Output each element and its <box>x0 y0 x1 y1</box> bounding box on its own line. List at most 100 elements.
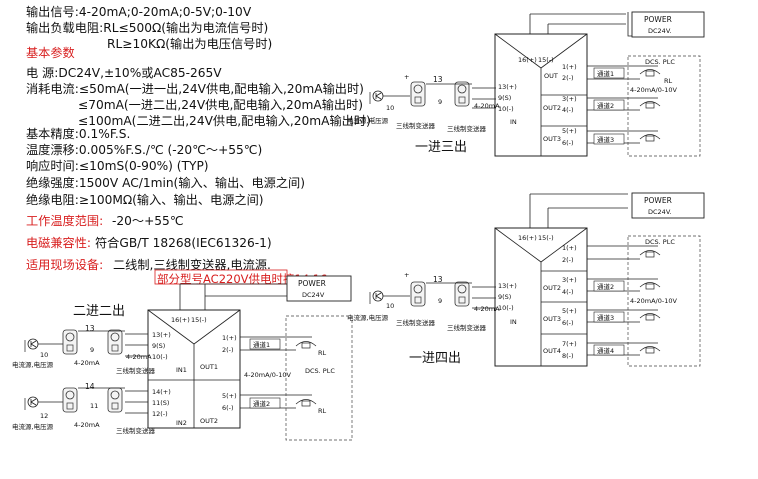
ch2-a: 通道2 <box>597 101 614 110</box>
rl-b2: RL <box>318 407 327 415</box>
dc24v-label-a: DC24V. <box>648 27 672 35</box>
out2-b: OUT2 <box>200 417 218 425</box>
t16-b: 16(+) <box>171 316 190 324</box>
minus-a: - <box>373 113 376 121</box>
work-temp-label: 工作温度范围: <box>26 214 104 228</box>
t10-a: 10(-) <box>498 105 514 113</box>
ch1-b: 通道1 <box>253 340 270 349</box>
range-c: 4-20mA/0-10V <box>630 297 677 305</box>
spec-load-resistance-1: 输出负载电阻:RL≤500Ω(输出为电流信号时) <box>26 21 269 35</box>
spec-current-3: ≤100mA(二进二出,24V供电,配电输入,20mA输出时) <box>78 114 371 128</box>
ch1-a: 通道1 <box>597 69 614 78</box>
work-temp-value: -20～+55℃ <box>112 214 184 228</box>
spec-insulation-resistance: 绝缘电阻:≥100MΩ(输入、输出、电源之间) <box>26 193 264 207</box>
t4-a: 4(-) <box>562 106 574 114</box>
ch3-c: 通道3 <box>597 313 614 322</box>
t3-c: 3(+) <box>562 276 577 284</box>
spec-load-resistance-2: RL≥10KΩ(输出为电压信号时) <box>107 37 273 51</box>
plus-a: + <box>404 73 409 81</box>
power-label-c: POWER <box>644 196 672 205</box>
n11-b: 11 <box>90 402 98 410</box>
ch4-c: 通道4 <box>597 346 614 355</box>
t9-a: 9(S) <box>498 94 511 102</box>
src-3wire-c2: 三线制变送器 <box>447 323 487 332</box>
diagram-2in2out: POWER DC24V 16(+) 15(-) 13(+) 9(S) 10(-)… <box>12 269 353 441</box>
range-b: 4-20mA/0-10V <box>244 371 291 379</box>
src-3wire-a2: 三线制变送器 <box>447 124 487 133</box>
n9-a: 9 <box>438 98 442 106</box>
out4-c: OUT4 <box>543 347 561 355</box>
n10-c: 10 <box>386 302 394 310</box>
n12-b: 12 <box>40 412 48 420</box>
diagram-1in4out: POWER DC24V. 16(+) 15(-) 13(+) 9(S) 10(-… <box>347 192 705 367</box>
ch2-c: 通道2 <box>597 282 614 291</box>
power-label-b: POWER <box>298 279 326 288</box>
src-current-b1: 电流源,电压源 <box>12 360 54 369</box>
range-a: 4-20mA/0-10V <box>630 86 677 94</box>
t1-c: 1(+) <box>562 244 577 252</box>
power-box-a <box>631 11 705 38</box>
t4-c: 4(-) <box>562 288 574 296</box>
ch3-a: 通道3 <box>597 135 614 144</box>
src-3wire-a1: 三线制变送器 <box>396 121 436 130</box>
t14-b: 14(+) <box>152 388 171 396</box>
spec-current-2: ≤70mA(一进二出,24V供电,配电输入,20mA输出时) <box>78 98 364 112</box>
range420-c: 4-20mA <box>474 305 500 313</box>
t15-b: 15(-) <box>191 316 207 324</box>
spec-current-1: 消耗电流:≤50mA(一进一出,24V供电,配电输入,20mA输出时) <box>26 82 364 96</box>
spec-response: 响应时间:≤10mS(0-90%) (TYP) <box>26 159 209 173</box>
caption-1in3out: 一进三出 <box>415 140 467 155</box>
dcs-box-c <box>627 235 701 367</box>
spec-output-signal: 输出信号:4-20mA;0-20mA;0-5V;0-10V <box>26 5 252 19</box>
t2-c: 2(-) <box>562 256 574 264</box>
src-current-a: 电流源,电压源 <box>347 116 389 125</box>
range420-a: 4-20mA <box>474 102 500 110</box>
note-highlight <box>154 269 288 285</box>
t3-a: 3(+) <box>562 95 577 103</box>
power-box-b <box>286 275 352 302</box>
spec-power: 电 源:DC24V,±10%或AC85-265V <box>26 66 222 80</box>
caption-2in2out: 二进二出 <box>73 304 125 319</box>
caption-1in4out: 一进四出 <box>409 351 461 366</box>
rl-b1: RL <box>318 349 327 357</box>
t10-b: 10(-) <box>152 353 168 361</box>
out1-b: OUT1 <box>200 363 218 371</box>
range420-b2: 4-20mA <box>74 421 100 429</box>
rl-a1: RL <box>664 77 673 85</box>
dcs-label-b: DCS. PLC <box>305 367 335 375</box>
src-3wire-b2: 三线制变送器 <box>116 426 156 435</box>
range420-b1: 4-20mA <box>126 353 152 361</box>
n14-b: 14 <box>85 382 95 391</box>
t6-c: 6(-) <box>562 319 574 327</box>
ch2-b: 通道2 <box>253 399 270 408</box>
t5-c: 5(+) <box>562 307 577 315</box>
dcs-label-a: DCS. PLC <box>645 58 675 66</box>
in2-b: IN2 <box>176 419 187 427</box>
out-a1: OUT <box>544 72 558 80</box>
dcs-box-b <box>285 315 353 441</box>
t2-a: 2(-) <box>562 74 574 82</box>
out3-c: OUT3 <box>543 315 561 323</box>
diagram-1in3out: POWER DC24V. 16(+) 15(-) 13(+) 9(S) 10(-… <box>347 11 705 157</box>
t7-c: 7(+) <box>562 340 577 348</box>
t16-c: 16(+) <box>518 234 537 242</box>
t15-a: 15(-) <box>538 56 554 64</box>
range420-b1x: 4-20mA <box>74 359 100 367</box>
t2-b: 2(-) <box>222 346 234 354</box>
emc-label: 电磁兼容性: <box>26 236 92 250</box>
n13-c: 13 <box>433 275 443 284</box>
n10-a: 10 <box>386 104 394 112</box>
t1-b: 1(+) <box>222 334 237 342</box>
t13-a: 13(+) <box>498 83 517 91</box>
in-a: IN <box>510 118 517 126</box>
t6-b: 6(-) <box>222 404 234 412</box>
n13-b: 13 <box>85 324 95 333</box>
t13-b: 13(+) <box>152 331 171 339</box>
in-c: IN <box>510 318 517 326</box>
field-value: 二线制,三线制变送器,电流源. <box>113 258 271 272</box>
t9-c: 9(S) <box>498 293 511 301</box>
out3-a: OUT3 <box>543 135 561 143</box>
src-3wire-b1: 三线制变送器 <box>116 366 156 375</box>
spec-insulation-strength: 绝缘强度:1500V AC/1min(输入、输出、电源之间) <box>26 176 305 190</box>
